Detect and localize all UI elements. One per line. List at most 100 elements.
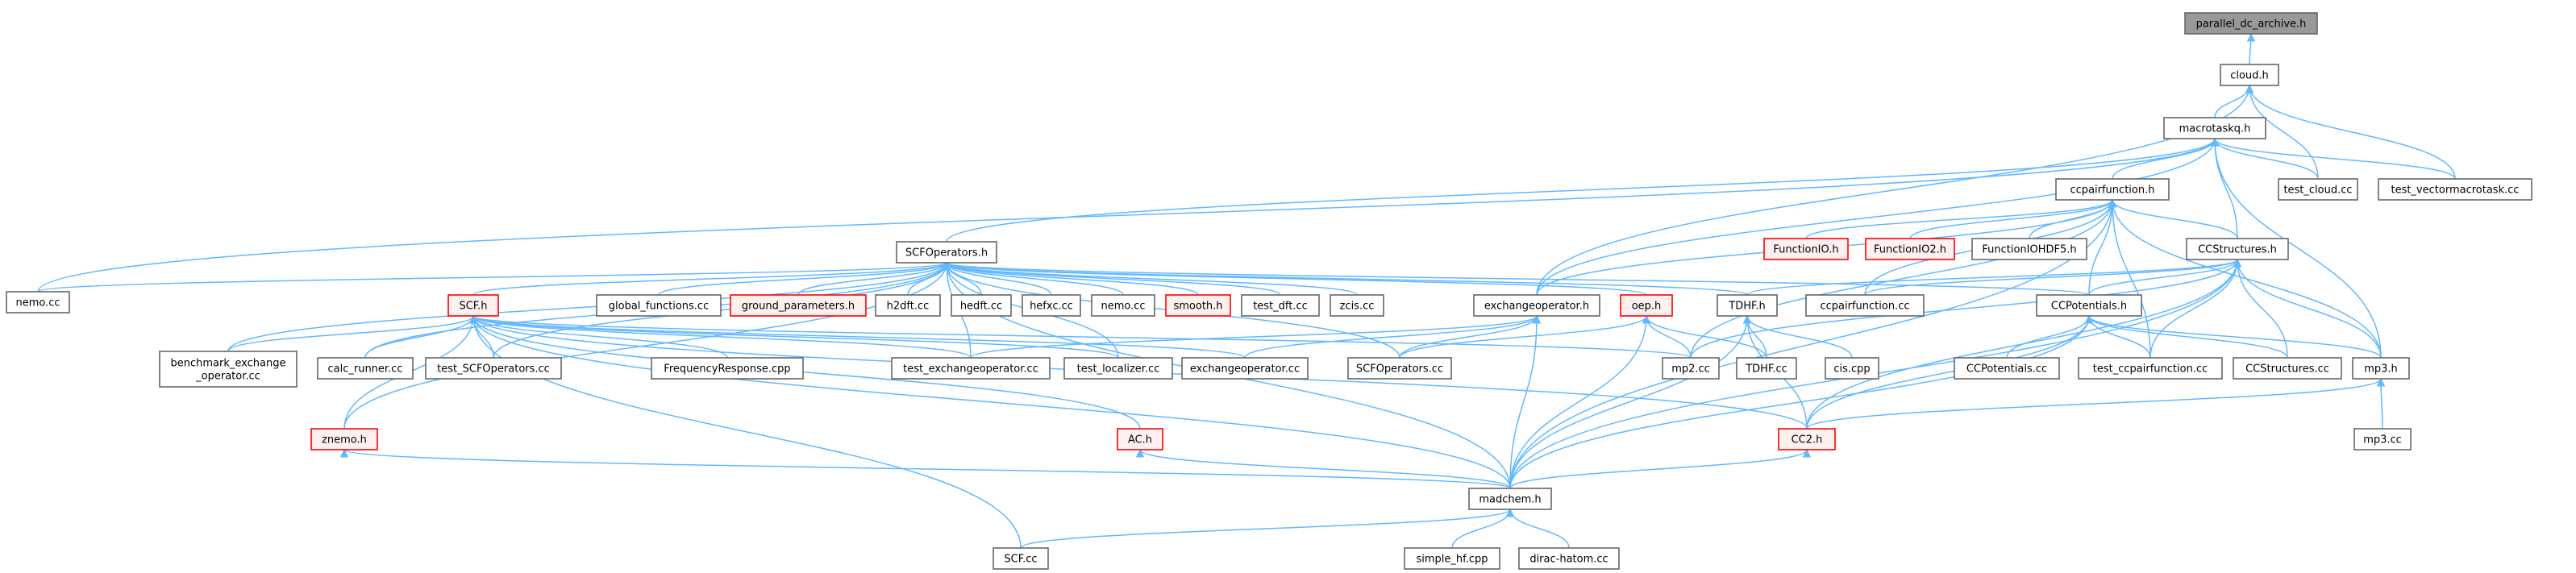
- node-test-cloud[interactable]: test_cloud.cc: [2278, 178, 2358, 201]
- node-label: test_ccpairfunction.cc: [2093, 363, 2208, 376]
- dependency-edge: [37, 137, 2219, 293]
- node-mp2[interactable]: mp2.cc: [1662, 357, 1720, 380]
- node-box: [1620, 294, 1673, 317]
- node-nemo-left[interactable]: nemo.cc: [6, 291, 70, 313]
- node-box: [1022, 294, 1081, 317]
- node-label: mp3.cc: [2363, 434, 2402, 446]
- node-test-vectormacrotask[interactable]: test_vectormacrotask.cc: [2378, 178, 2532, 201]
- node-hedft[interactable]: hedft.cc: [951, 294, 1012, 317]
- node-ground-parameters[interactable]: ground_parameters.h: [730, 294, 867, 317]
- dependency-edge: [469, 314, 1692, 359]
- node-h2dft[interactable]: h2dft.cc: [875, 294, 941, 317]
- node-test-localizer[interactable]: test_localizer.cc: [1063, 357, 1173, 380]
- dependency-edge: [469, 314, 1119, 359]
- node-box: [896, 241, 997, 264]
- dependency-edge: [797, 261, 951, 296]
- node-label: test_localizer.cc: [1077, 363, 1160, 376]
- node-frequencyresponse[interactable]: FrequencyResponse.cpp: [651, 357, 804, 380]
- node-box: [1662, 357, 1720, 380]
- node-scfoperators-h[interactable]: SCFOperators.h: [896, 241, 997, 264]
- dependency-edge: [2245, 84, 2456, 180]
- node-ccstructures-h[interactable]: CCStructures.h: [2186, 238, 2289, 260]
- node-ccpairfunction-cc[interactable]: ccpairfunction.cc: [1805, 294, 1925, 317]
- node-mp3-h[interactable]: mp3.h: [2352, 357, 2410, 380]
- node-znemo[interactable]: znemo.h: [310, 428, 378, 451]
- node-exchangeoperator-h[interactable]: exchangeoperator.h: [1473, 294, 1600, 317]
- node-label: SCF.h: [459, 301, 487, 313]
- node-label: CCPotentials.cc: [1966, 363, 2047, 376]
- node-box: [2036, 294, 2142, 317]
- node-smooth[interactable]: smooth.h: [1165, 294, 1231, 317]
- node-hefxc[interactable]: hefxc.cc: [1022, 294, 1081, 317]
- node-calc-runner[interactable]: calc_runner.cc: [317, 357, 414, 380]
- node-label: CC2.h: [1792, 434, 1823, 446]
- node-madchem[interactable]: madchem.h: [1468, 488, 1552, 510]
- node-ccpairfunction-h[interactable]: ccpairfunction.h: [2055, 178, 2170, 201]
- dependency-edge: [1020, 508, 1515, 549]
- node-box: [2055, 178, 2170, 201]
- node-ccpotentials-cc[interactable]: CCPotentials.cc: [1954, 357, 2060, 380]
- dependency-edge: [942, 261, 1358, 296]
- dependency-edge: [2210, 137, 2238, 239]
- dependency-edge: [943, 261, 1748, 296]
- node-cis[interactable]: cis.cpp: [1825, 357, 1879, 380]
- node-global-functions[interactable]: global_functions.cc: [596, 294, 722, 317]
- node-label: ccpairfunction.h: [2070, 185, 2155, 197]
- node-box: [1091, 294, 1155, 317]
- node-label: nemo.cc: [15, 297, 60, 309]
- node-ac[interactable]: AC.h: [1117, 428, 1163, 451]
- node-box: [1778, 428, 1836, 451]
- node-layer: parallel_dc_archive.hcloud.hmacrotaskq.h…: [6, 12, 2532, 570]
- node-label: FunctionIOHDF5.h: [1982, 244, 2076, 256]
- dependency-edge: [1909, 198, 2117, 239]
- dependency-edge: [1399, 314, 1542, 359]
- node-test-ccpairfunction[interactable]: test_ccpairfunction.cc: [2078, 357, 2223, 380]
- node-tdhf-h[interactable]: TDHF.h: [1717, 294, 1778, 317]
- node-nemo-mid[interactable]: nemo.cc: [1091, 294, 1155, 317]
- dependency-edge: [469, 314, 1246, 359]
- node-ccpotentials-h[interactable]: CCPotentials.h: [2036, 294, 2142, 317]
- node-test-dft[interactable]: test_dft.cc: [1241, 294, 1320, 317]
- node-mp3-cc[interactable]: mp3.cc: [2353, 428, 2412, 451]
- node-scf-cc[interactable]: SCF.cc: [993, 547, 1049, 570]
- dependency-edge: [2245, 84, 2319, 180]
- dependency-edge: [1399, 314, 1651, 359]
- node-benchmark-exchange[interactable]: benchmark_exchange_operator.cc: [159, 351, 298, 388]
- node-scf-h[interactable]: SCF.h: [447, 294, 499, 317]
- node-label: cloud.h: [2230, 70, 2269, 82]
- node-exchangeoperator-cc[interactable]: exchangeoperator.cc: [1181, 357, 1309, 380]
- node-oep-h[interactable]: oep.h: [1620, 294, 1673, 317]
- node-label: AC.h: [1128, 434, 1152, 446]
- node-simple-hf[interactable]: simple_hf.cpp: [1404, 547, 1500, 570]
- dependency-edge: [468, 314, 1141, 430]
- dependency-edge: [2233, 258, 2288, 359]
- node-macrotaskq[interactable]: macrotaskq.h: [2163, 117, 2266, 139]
- node-functioniohdf5[interactable]: FunctionIOHDF5.h: [1971, 238, 2087, 260]
- node-test-scfoperators[interactable]: test_SCFOperators.cc: [425, 357, 562, 380]
- node-box: [2186, 238, 2289, 260]
- node-box: [2378, 178, 2532, 201]
- node-box: [596, 294, 722, 317]
- node-scfoperators-cc[interactable]: SCFOperators.cc: [1347, 357, 1452, 380]
- node-test-exchangeoperator[interactable]: test_exchangeoperator.cc: [891, 357, 1051, 380]
- node-label: global_functions.cc: [609, 301, 709, 313]
- node-label: benchmark_exchange_operator.cc: [171, 358, 286, 383]
- dependency-edge: [1742, 314, 1853, 359]
- dependency-edge: [1536, 137, 2220, 296]
- node-zcis[interactable]: zcis.cc: [1330, 294, 1384, 317]
- node-ccstructures-cc[interactable]: CCStructures.cc: [2233, 357, 2342, 380]
- node-box: [2220, 64, 2279, 86]
- node-box: [2278, 178, 2358, 201]
- node-dirac-hatom[interactable]: dirac-hatom.cc: [1518, 547, 1620, 570]
- dependency-edge: [1806, 377, 2386, 430]
- node-functionio2[interactable]: FunctionIO2.h: [1865, 238, 1955, 260]
- node-box: [317, 357, 414, 380]
- node-cloud[interactable]: cloud.h: [2220, 64, 2279, 86]
- node-cc2[interactable]: CC2.h: [1778, 428, 1836, 451]
- dependency-edge: [2088, 258, 2242, 296]
- dependency-edge: [472, 261, 951, 296]
- node-tdhf-cc[interactable]: TDHF.cc: [1736, 357, 1797, 380]
- dependency-edge: [942, 261, 1199, 296]
- node-box: [1473, 294, 1600, 317]
- node-functionio[interactable]: FunctionIO.h: [1763, 238, 1849, 260]
